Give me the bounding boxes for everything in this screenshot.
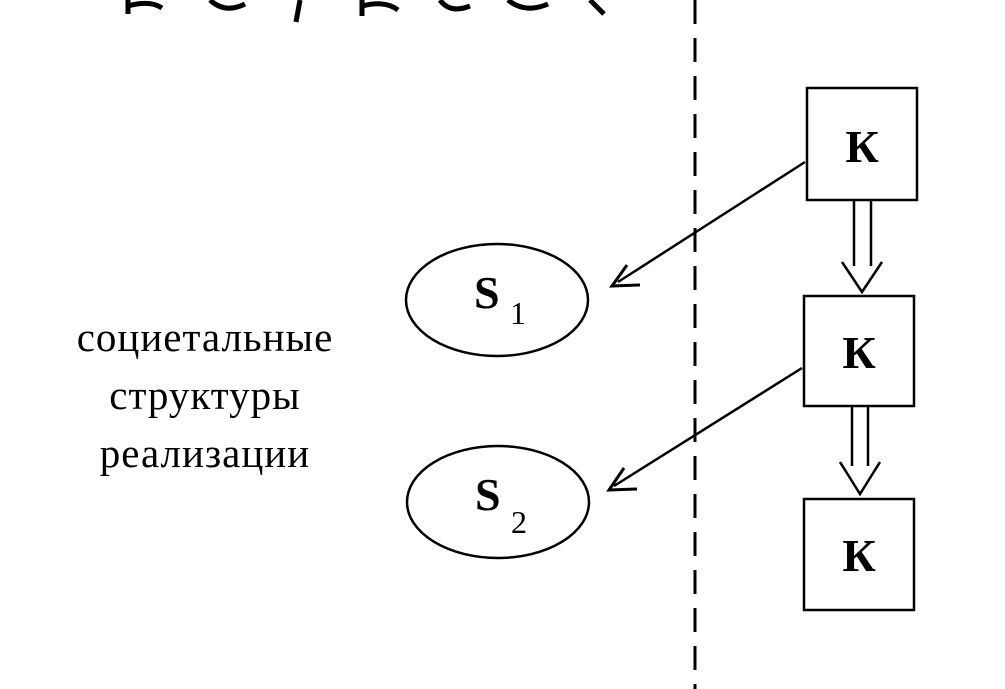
k-box-1: К [805, 86, 919, 202]
structure-s1-letter: S [474, 267, 500, 318]
structure-s2: S 2 [405, 444, 591, 560]
k-box-1-label: К [845, 121, 878, 172]
structure-s2-letter: S [475, 469, 501, 520]
double-arrow-k1-k2 [840, 200, 884, 295]
k-box-3: К [802, 497, 916, 612]
label-line-3: реализации [99, 430, 311, 476]
label-line-1: социетальные [76, 314, 334, 360]
k-box-2: К [802, 294, 916, 408]
double-arrow-k2-k3 [838, 406, 882, 497]
arrow-k2-to-s2 [606, 366, 803, 492]
k-box-3-label: К [842, 530, 875, 581]
structure-s2-subscript: 2 [511, 504, 527, 540]
k-box-2-label: К [842, 327, 875, 378]
label-line-2: структуры [109, 372, 301, 418]
cropped-top-text [125, 0, 606, 23]
structure-s1-subscript: 1 [510, 295, 526, 331]
societal-structures-label: социетальные структуры реализации [20, 308, 390, 482]
structure-s1: S 1 [404, 242, 590, 358]
arrow-k1-to-s1 [609, 160, 806, 288]
